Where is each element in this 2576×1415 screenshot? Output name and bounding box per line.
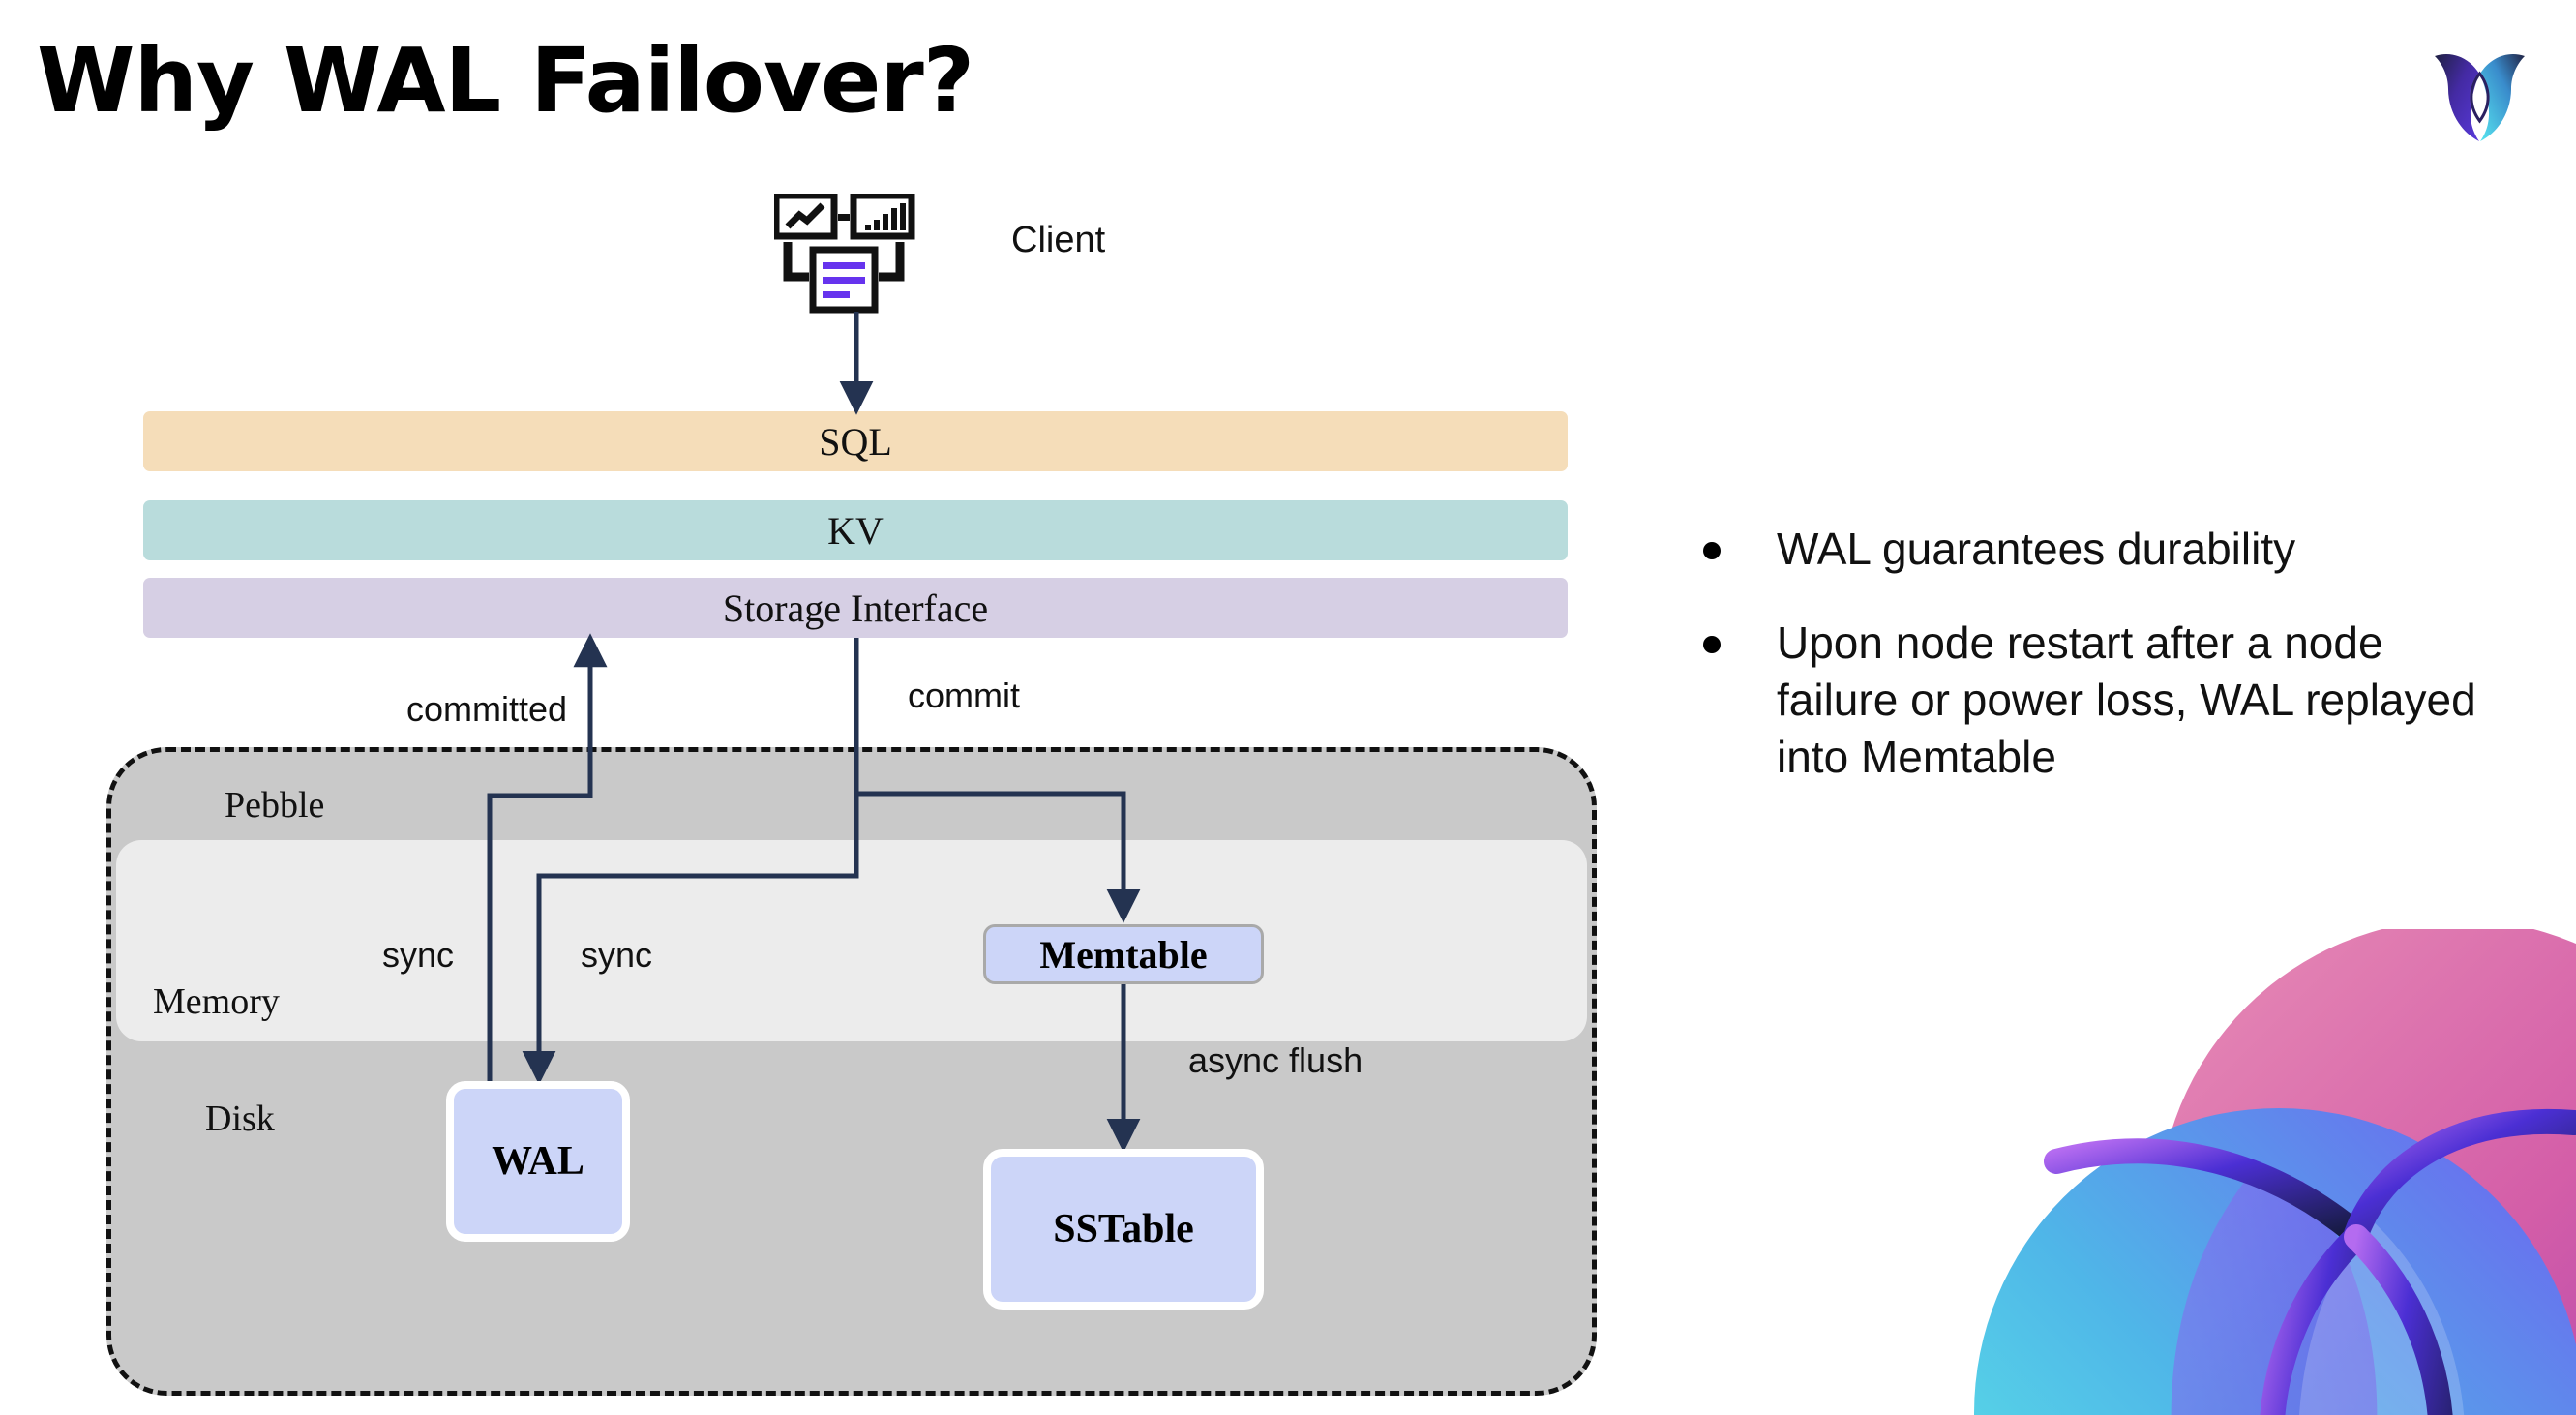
memory-label: Memory	[153, 981, 280, 1022]
layer-bar-sql-label: SQL	[819, 419, 892, 464]
edge-label-sync-down: sync	[581, 935, 653, 975]
pebble-label: Pebble	[225, 785, 325, 826]
layer-bar-storage-interface-label: Storage Interface	[722, 586, 989, 630]
bullet-text: Upon node restart after a node failure o…	[1777, 617, 2476, 782]
edge-label-commit: commit	[908, 676, 1020, 715]
node-memtable[interactable]: Memtable	[983, 924, 1264, 984]
node-sstable[interactable]: SSTable	[983, 1149, 1264, 1310]
bullet-list: WAL guarantees durability Upon node rest…	[1703, 521, 2516, 823]
node-wal-label: WAL	[492, 1139, 584, 1184]
layer-bar-kv-label: KV	[827, 508, 884, 553]
layer-bar-sql[interactable]: SQL	[143, 411, 1568, 471]
edge-label-async-flush: async flush	[1188, 1040, 1363, 1080]
edge-label-committed: committed	[406, 689, 568, 729]
memory-region	[116, 840, 1587, 1041]
layer-bar-kv[interactable]: KV	[143, 500, 1568, 560]
bullet-dot-icon	[1703, 542, 1721, 559]
client-label: Client	[1011, 220, 1106, 260]
client-dashboard-icon	[772, 192, 929, 315]
node-memtable-label: Memtable	[1039, 932, 1208, 977]
node-wal[interactable]: WAL	[446, 1081, 630, 1242]
page-title: Why WAL Failover?	[37, 29, 974, 133]
disk-label: Disk	[205, 1099, 275, 1139]
list-item: WAL guarantees durability	[1703, 521, 2516, 578]
node-sstable-label: SSTable	[1053, 1207, 1194, 1251]
edge-label-sync-up: sync	[382, 935, 455, 975]
bullet-dot-icon	[1703, 635, 1721, 653]
cockroachdb-logo-icon	[2419, 29, 2540, 150]
list-item: Upon node restart after a node failure o…	[1703, 615, 2516, 786]
layer-bar-storage-interface[interactable]: Storage Interface	[143, 578, 1568, 638]
decorative-gradient-circles	[1955, 929, 2576, 1415]
bullet-text: WAL guarantees durability	[1777, 524, 2296, 574]
